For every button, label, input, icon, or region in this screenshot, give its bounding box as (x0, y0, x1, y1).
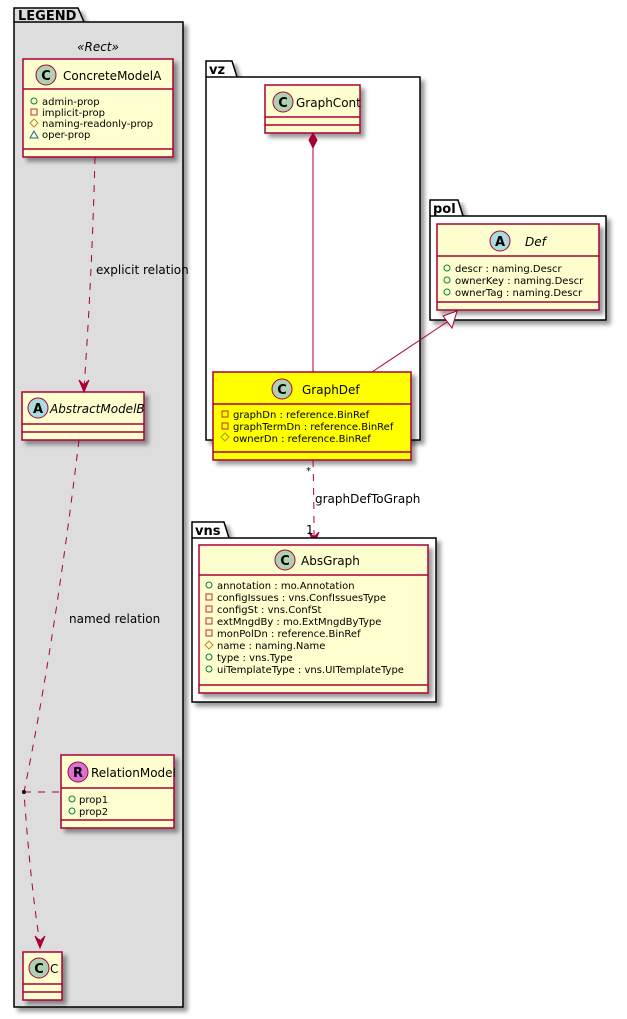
class-def[interactable]: A Def descr : naming.Descr ownerKey : na… (436, 223, 600, 311)
class-abs-graph[interactable]: C AbsGraph annotation : mo.Annotation co… (198, 544, 429, 694)
svg-text:ownerTag : naming.Descr: ownerTag : naming.Descr (455, 288, 583, 299)
vns-package-title: vns (195, 524, 221, 539)
attr-ext-mngd-by: extMngdBy : mo.ExtMngdByType (205, 617, 381, 628)
svg-text:name : naming.Name: name : naming.Name (217, 641, 325, 652)
attr-admin-prop: admin-prop (30, 97, 100, 108)
relation-graph-def-to-graph: * 1 graphDefToGraph (306, 459, 420, 546)
legend-stereotype: «Rect» (77, 40, 119, 54)
svg-text:graphTermDn : reference.BinRef: graphTermDn : reference.BinRef (233, 422, 394, 433)
class-name: GraphCont (296, 96, 361, 110)
svg-text:ownerDn : reference.BinRef: ownerDn : reference.BinRef (233, 434, 371, 445)
svg-text:type : vns.Type: type : vns.Type (217, 653, 293, 664)
attr-config-issues: configIssues : vns.ConfIssuesType (205, 593, 386, 604)
svg-text:monPolDn : reference.BinRef: monPolDn : reference.BinRef (217, 629, 361, 640)
attr-name: name : naming.Name (204, 640, 325, 652)
svg-text:C: C (277, 383, 287, 398)
attr-implicit-prop: implicit-prop (30, 108, 105, 119)
attr-owner-tag: ownerTag : naming.Descr (443, 288, 583, 299)
relation-explicit: explicit relation (78, 156, 189, 394)
attr-owner-key: ownerKey : naming.Descr (443, 276, 584, 287)
svg-text:ownerKey : naming.Descr: ownerKey : naming.Descr (455, 276, 584, 287)
attr-prop1: prop1 (68, 795, 108, 806)
attr-graph-dn: graphDn : reference.BinRef (221, 410, 370, 421)
class-concrete-model-a[interactable]: C ConcreteModelA admin-prop implicit-pro… (22, 58, 174, 158)
abstract-icon-a: A (27, 397, 49, 419)
svg-text:annotation : mo.Annotation: annotation : mo.Annotation (217, 581, 355, 592)
legend-package: LEGEND «Rect» (13, 7, 184, 1008)
class-name: ConcreteModelA (63, 69, 162, 83)
target-multiplicity: 1 (306, 523, 314, 537)
svg-text:graphDn : reference.BinRef: graphDn : reference.BinRef (233, 410, 370, 421)
svg-text:implicit-prop: implicit-prop (42, 108, 105, 119)
class-name: GraphDef (302, 383, 360, 397)
svg-text:extMngdBy : mo.ExtMngdByType: extMngdBy : mo.ExtMngdByType (217, 617, 381, 628)
attr-ui-template-type: uiTemplateType : vns.UITemplateType (205, 665, 404, 676)
relation-icon-r: R (67, 761, 89, 783)
class-icon-c: C (271, 378, 293, 400)
class-name: AbsGraph (301, 554, 360, 568)
source-multiplicity: * (306, 466, 311, 477)
svg-text:admin-prop: admin-prop (42, 97, 100, 108)
pol-package-title: pol (433, 202, 456, 217)
relation-composition (308, 131, 318, 372)
vz-package-title: vz (209, 63, 225, 78)
svg-text:configIssues : vns.ConfIssuesT: configIssues : vns.ConfIssuesType (217, 593, 386, 604)
graph-def-to-graph-label: graphDefToGraph (315, 492, 420, 506)
svg-text:prop2: prop2 (79, 807, 108, 818)
svg-text:descr : naming.Descr: descr : naming.Descr (455, 264, 562, 275)
svg-text:A: A (33, 402, 43, 417)
svg-text:configSt : vns.ConfSt: configSt : vns.ConfSt (217, 605, 322, 616)
svg-text:prop1: prop1 (79, 795, 108, 806)
class-icon-c: C (274, 549, 296, 571)
attr-descr: descr : naming.Descr (443, 264, 562, 275)
attr-graph-term-dn: graphTermDn : reference.BinRef (221, 422, 394, 433)
svg-text:C: C (278, 96, 288, 111)
abstract-icon-a: A (489, 230, 511, 252)
attr-naming-readonly-prop: naming-readonly-prop (29, 118, 153, 130)
attr-owner-dn: ownerDn : reference.BinRef (220, 432, 371, 445)
class-abstract-model-b[interactable]: A AbstractModelB (21, 391, 145, 441)
class-name: Def (525, 235, 548, 249)
svg-text:oper-prop: oper-prop (42, 130, 90, 141)
attr-config-st: configSt : vns.ConfSt (205, 605, 322, 616)
class-graph-cont[interactable]: C GraphCont (264, 84, 361, 134)
explicit-relation-label: explicit relation (96, 263, 189, 277)
svg-text:naming-readonly-prop: naming-readonly-prop (42, 119, 153, 130)
legend-package-body (13, 21, 184, 1008)
svg-text:C: C (34, 962, 44, 977)
svg-text:C: C (41, 69, 51, 84)
attr-mon-pol-dn: monPolDn : reference.BinRef (205, 629, 361, 640)
class-graph-def[interactable]: C GraphDef graphDn : reference.BinRef gr… (212, 371, 412, 461)
class-icon-c: C (28, 957, 50, 979)
legend-package-title: LEGEND (18, 9, 77, 24)
relation-generalization (371, 310, 458, 373)
class-name: AbstractModelB (49, 402, 145, 416)
class-name: C (50, 962, 58, 976)
class-icon-c: C (35, 64, 57, 86)
attr-prop2: prop2 (68, 807, 108, 818)
svg-text:R: R (73, 766, 83, 781)
svg-text:C: C (280, 554, 290, 569)
svg-text:A: A (495, 235, 505, 250)
svg-text:uiTemplateType : vns.UITemplat: uiTemplateType : vns.UITemplateType (217, 665, 404, 676)
class-name: RelationModel (91, 766, 176, 780)
attr-oper-prop: oper-prop (29, 129, 90, 141)
class-c[interactable]: C C (22, 951, 63, 1001)
attr-annotation: annotation : mo.Annotation (205, 581, 355, 592)
named-relation-label: named relation (69, 612, 160, 626)
class-relation-model[interactable]: R RelationModel prop1 prop2 (60, 754, 176, 829)
class-icon-c: C (272, 91, 294, 113)
relation-named: named relation (22, 439, 160, 950)
attr-type: type : vns.Type (205, 653, 293, 664)
